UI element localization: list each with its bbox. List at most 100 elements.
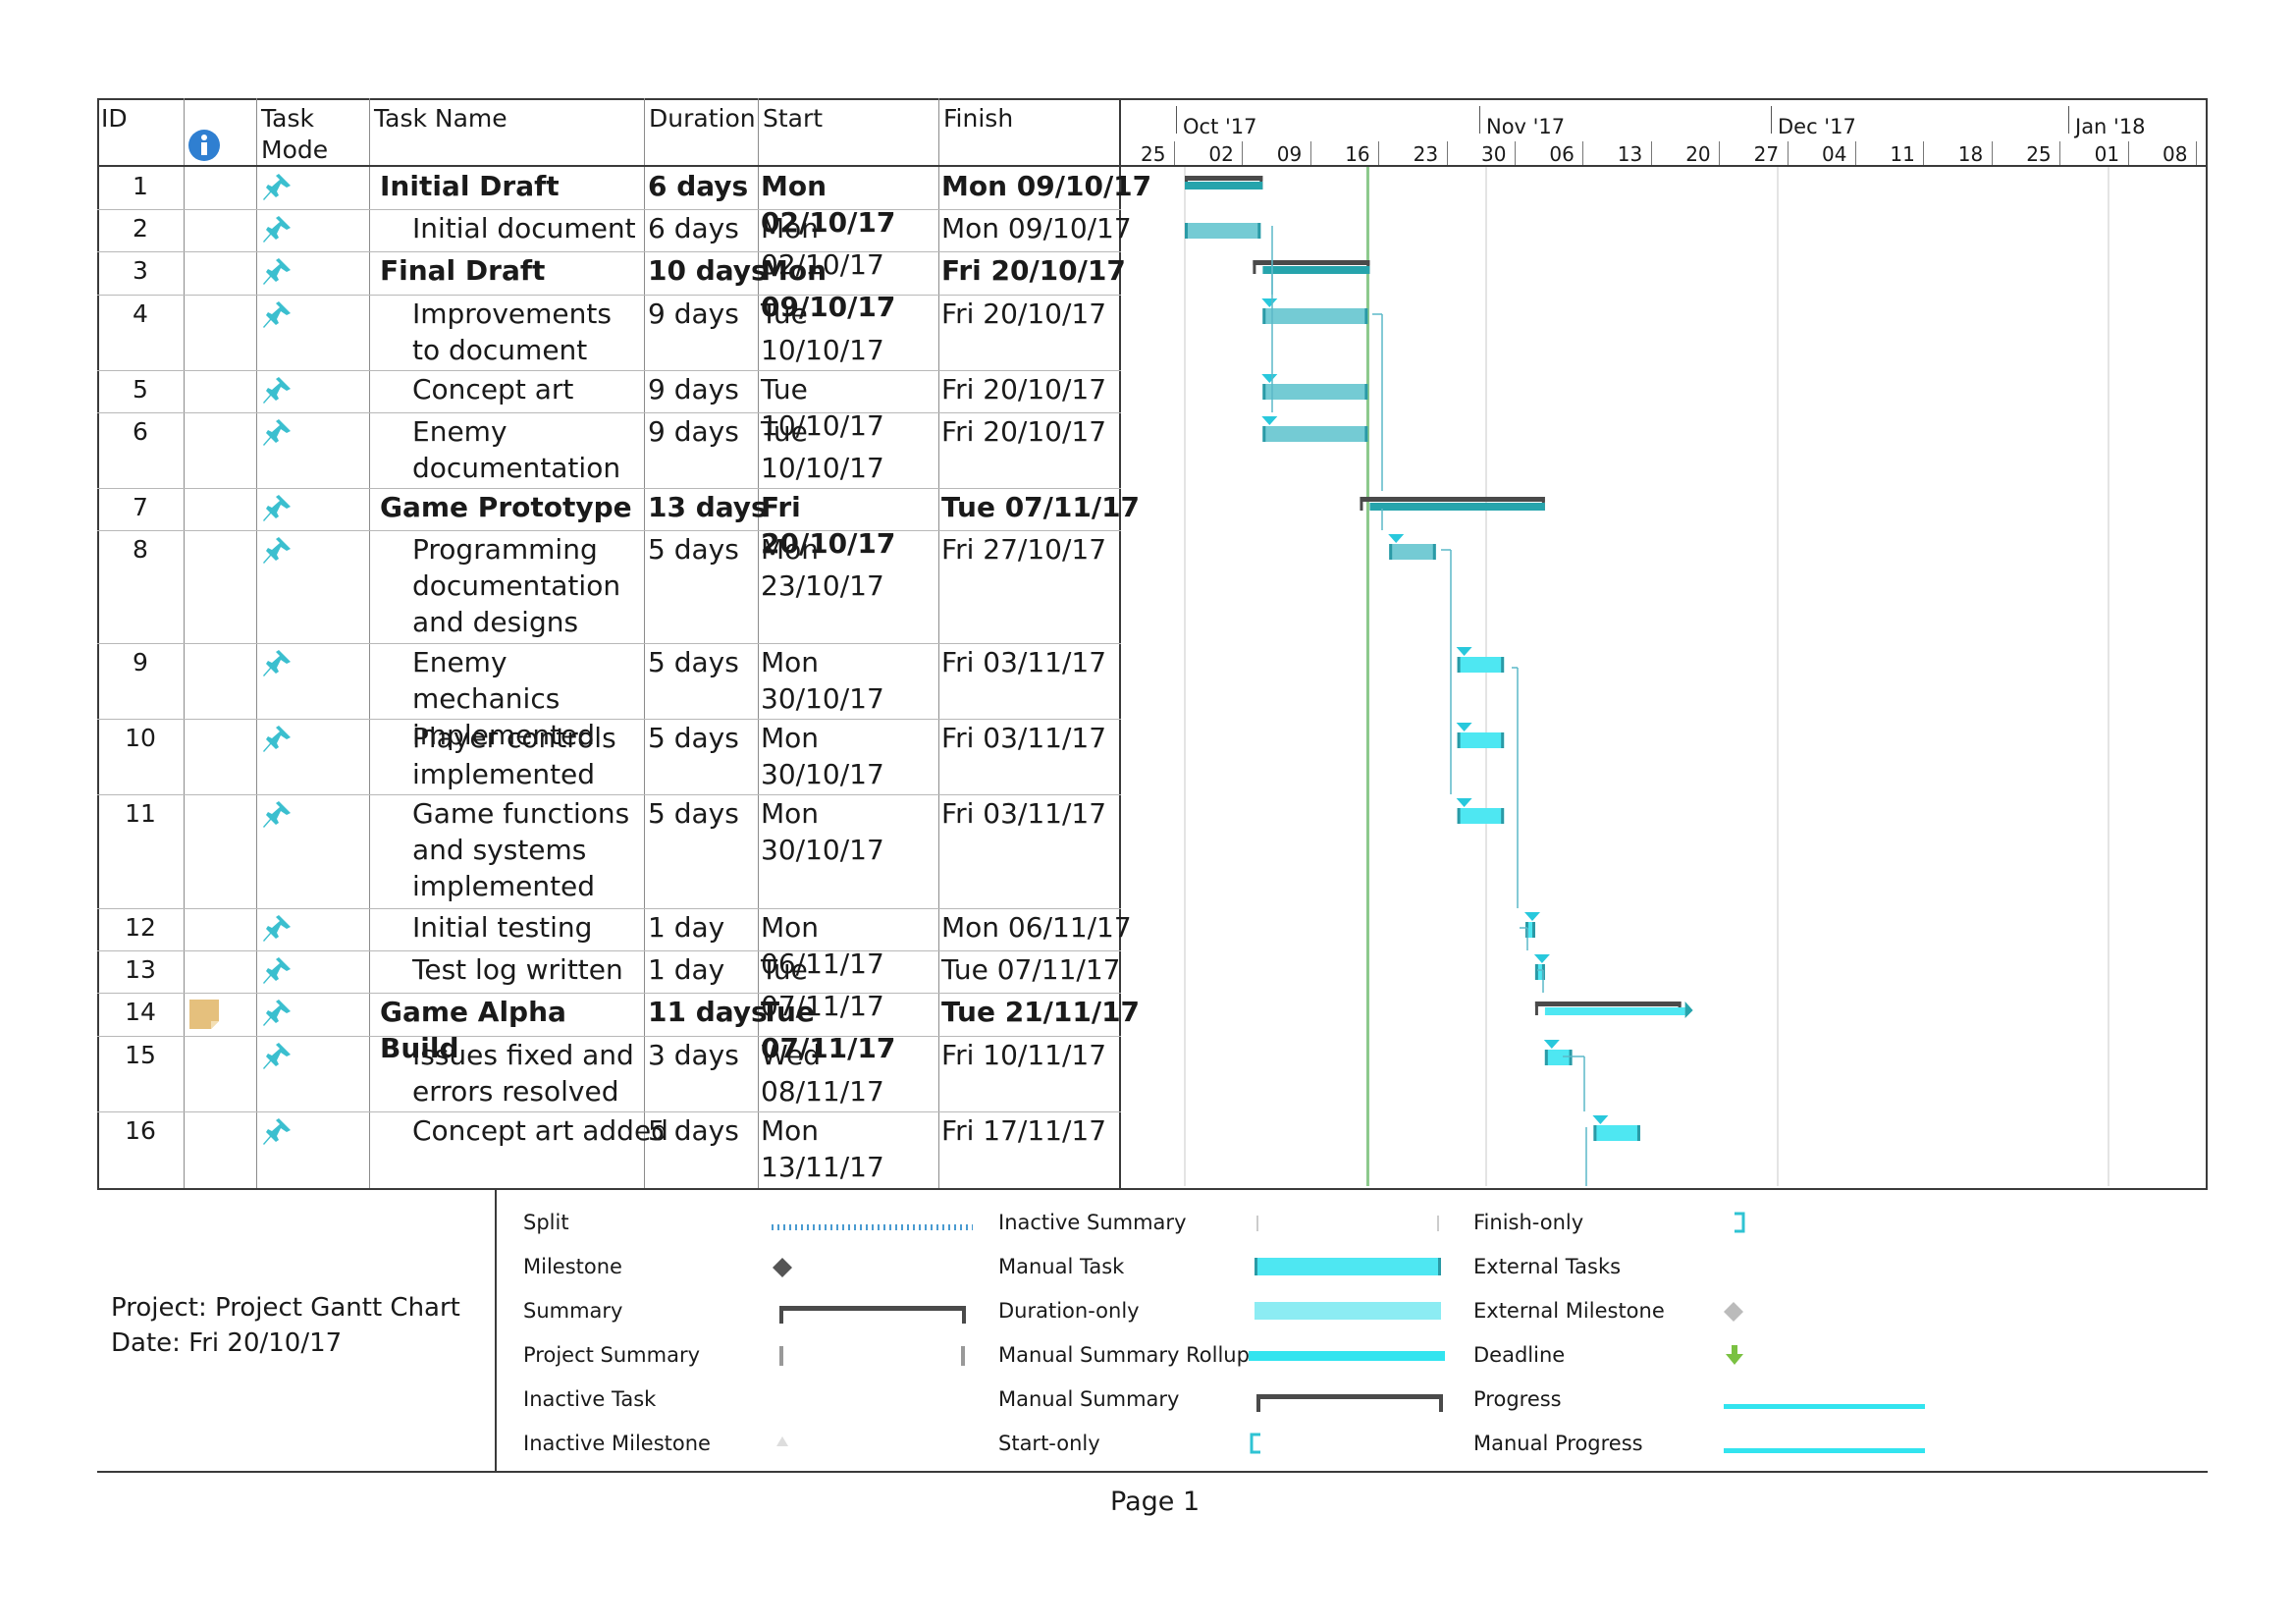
task-name[interactable]: Game Prototype [380, 491, 632, 523]
manual-pin-icon[interactable] [261, 535, 293, 567]
task-name[interactable]: Enemy mechanics implemented [412, 646, 596, 751]
task-duration[interactable]: 1 day [648, 953, 725, 986]
manual-pin-icon[interactable] [261, 1116, 293, 1148]
task-finish[interactable]: Tue 07/11/17 [941, 953, 1121, 986]
task-duration[interactable]: 9 days [648, 373, 739, 406]
column-header-duration[interactable]: Duration [649, 104, 756, 133]
task-duration[interactable]: 5 days [648, 797, 739, 830]
task-bar[interactable] [1593, 1125, 1640, 1141]
task-bar[interactable] [1534, 964, 1545, 980]
task-name[interactable]: Initial testing [412, 911, 593, 944]
task-finish[interactable]: Fri 27/10/17 [941, 533, 1107, 566]
task-start[interactable]: Mon 02/10/17 [761, 212, 884, 281]
note-icon[interactable] [189, 1000, 219, 1029]
task-start[interactable]: Fri 20/10/17 [761, 491, 896, 560]
summary-progress-bar[interactable] [1369, 503, 1545, 511]
task-finish[interactable]: Fri 03/11/17 [941, 646, 1107, 678]
task-finish[interactable]: Mon 06/11/17 [941, 911, 1132, 944]
column-header-id[interactable]: ID [101, 104, 128, 133]
task-start[interactable]: Mon 13/11/17 [761, 1114, 884, 1183]
task-finish[interactable]: Fri 03/11/17 [941, 797, 1107, 830]
manual-pin-icon[interactable] [261, 214, 293, 245]
task-bar[interactable] [1262, 308, 1368, 324]
task-finish[interactable]: Fri 03/11/17 [941, 722, 1107, 754]
task-start[interactable]: Tue 07/11/17 [761, 996, 896, 1064]
task-bar[interactable] [1262, 426, 1368, 442]
task-duration[interactable]: 6 days [648, 170, 749, 202]
task-bar[interactable] [1389, 544, 1436, 560]
task-bar[interactable] [1185, 223, 1261, 239]
summary-bracket[interactable] [1360, 497, 1545, 502]
manual-pin-icon[interactable] [261, 493, 293, 524]
task-name[interactable]: Game functions and systems implemented [412, 797, 630, 902]
task-start[interactable]: Mon 02/10/17 [761, 170, 896, 239]
task-name[interactable]: Issues fixed and errors resolved [412, 1039, 634, 1108]
task-duration[interactable]: 9 days [648, 415, 739, 448]
task-finish[interactable]: Mon 09/10/17 [941, 170, 1152, 202]
task-name[interactable]: Player controls implemented [412, 722, 616, 790]
column-header-task-mode-line1[interactable]: Task [261, 104, 314, 133]
task-start[interactable]: Mon 30/10/17 [761, 797, 884, 866]
task-name[interactable]: Programming documentation and designs [412, 533, 621, 638]
task-start[interactable]: Mon 09/10/17 [761, 254, 896, 323]
manual-pin-icon[interactable] [261, 648, 293, 679]
task-duration[interactable]: 10 days [648, 254, 768, 287]
task-name[interactable]: Concept art added [412, 1114, 668, 1147]
task-duration[interactable]: 5 days [648, 533, 739, 566]
task-duration[interactable]: 3 days [648, 1039, 739, 1071]
task-duration[interactable]: 5 days [648, 646, 739, 678]
task-finish[interactable]: Fri 17/11/17 [941, 1114, 1107, 1147]
manual-pin-icon[interactable] [261, 172, 293, 203]
task-name[interactable]: Improvements to document [412, 298, 612, 366]
manual-pin-icon[interactable] [261, 913, 293, 945]
task-bar[interactable] [1457, 732, 1505, 748]
summary-bracket[interactable] [1185, 176, 1263, 181]
task-name[interactable]: Final Draft [380, 254, 546, 287]
task-start[interactable]: Wed 08/11/17 [761, 1039, 884, 1108]
task-bar[interactable] [1525, 922, 1535, 938]
info-icon[interactable] [187, 129, 221, 162]
task-start[interactable]: Tue 07/11/17 [761, 953, 884, 1022]
task-name[interactable]: Initial Draft [380, 170, 560, 202]
task-duration[interactable]: 13 days [648, 491, 768, 523]
task-finish[interactable]: Fri 20/10/17 [941, 254, 1126, 287]
manual-pin-icon[interactable] [261, 1041, 293, 1072]
manual-pin-icon[interactable] [261, 799, 293, 831]
task-start[interactable]: Mon 06/11/17 [761, 911, 884, 980]
task-bar[interactable] [1262, 384, 1368, 400]
task-duration[interactable]: 5 days [648, 1114, 739, 1147]
task-name[interactable]: Game Alpha Build [380, 996, 566, 1064]
task-finish[interactable]: Tue 21/11/17 [941, 996, 1141, 1028]
column-header-finish[interactable]: Finish [943, 104, 1014, 133]
task-finish[interactable]: Fri 10/11/17 [941, 1039, 1107, 1071]
manual-pin-icon[interactable] [261, 299, 293, 331]
task-duration[interactable]: 5 days [648, 722, 739, 754]
column-header-start[interactable]: Start [763, 104, 824, 133]
manual-pin-icon[interactable] [261, 417, 293, 449]
manual-pin-icon[interactable] [261, 375, 293, 406]
manual-pin-icon[interactable] [261, 998, 293, 1029]
summary-bracket[interactable] [1534, 1001, 1682, 1006]
task-name[interactable]: Initial document [412, 212, 636, 244]
task-finish[interactable]: Fri 20/10/17 [941, 415, 1107, 448]
task-duration[interactable]: 9 days [648, 298, 739, 330]
task-start[interactable]: Tue 10/10/17 [761, 298, 884, 366]
column-header-task-name[interactable]: Task Name [374, 104, 507, 133]
task-start[interactable]: Mon 23/10/17 [761, 533, 884, 602]
task-start[interactable]: Mon 30/10/17 [761, 722, 884, 790]
task-finish[interactable]: Fri 20/10/17 [941, 298, 1107, 330]
summary-progress-bar[interactable] [1544, 1007, 1685, 1015]
task-name[interactable]: Enemy documentation [412, 415, 621, 484]
task-duration[interactable]: 6 days [648, 212, 739, 244]
summary-progress-bar[interactable] [1185, 182, 1263, 189]
task-bar[interactable] [1457, 657, 1505, 673]
task-finish[interactable]: Mon 09/10/17 [941, 212, 1132, 244]
summary-progress-bar[interactable] [1262, 266, 1370, 274]
task-duration[interactable]: 11 days [648, 996, 768, 1028]
summary-bracket[interactable] [1253, 260, 1370, 265]
task-start[interactable]: Tue 10/10/17 [761, 415, 884, 484]
task-bar[interactable] [1457, 808, 1505, 824]
task-finish[interactable]: Tue 07/11/17 [941, 491, 1141, 523]
task-duration[interactable]: 1 day [648, 911, 725, 944]
task-finish[interactable]: Fri 20/10/17 [941, 373, 1107, 406]
